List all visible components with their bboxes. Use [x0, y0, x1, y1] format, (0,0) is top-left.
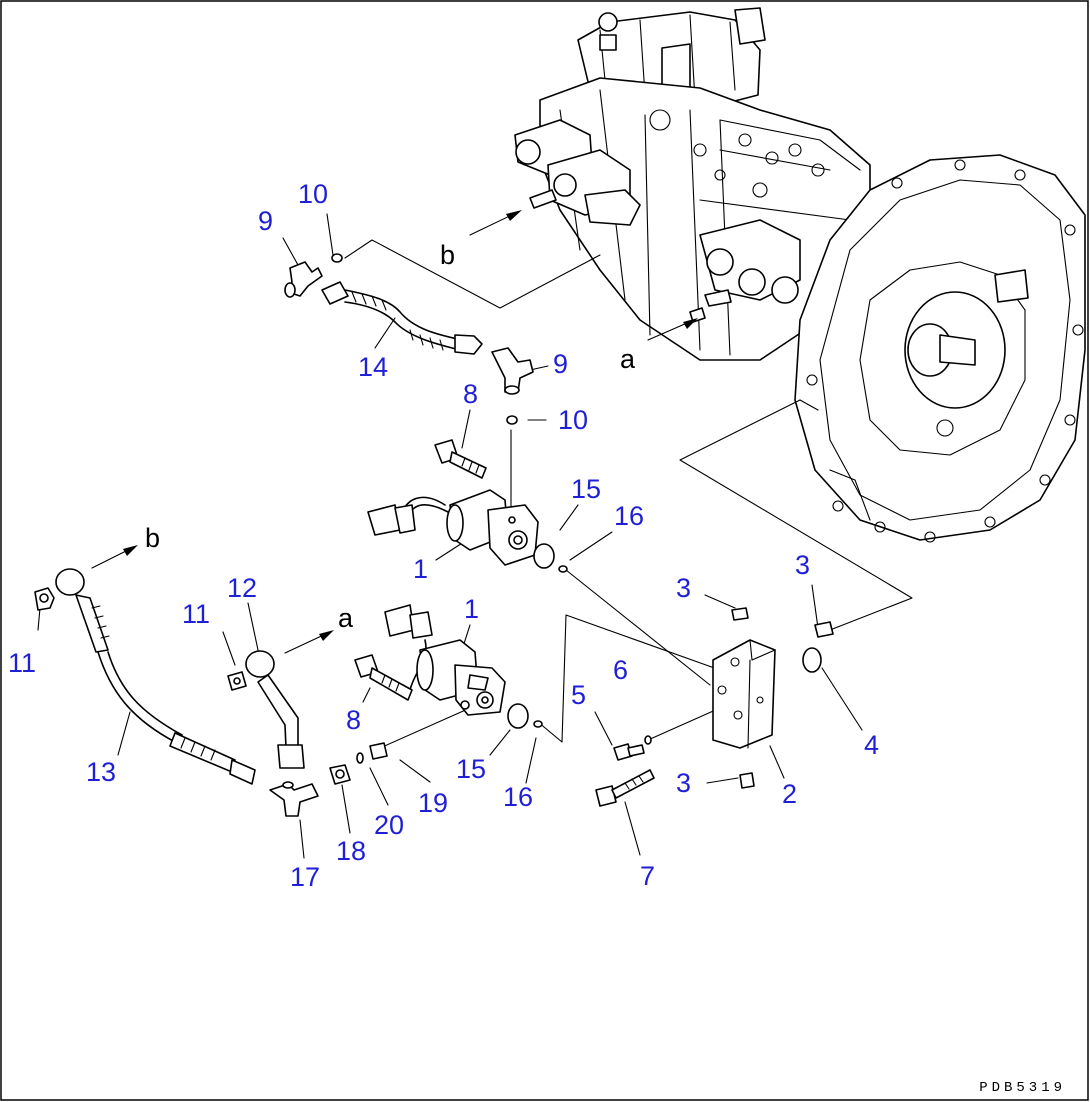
bolt-8-upper: [434, 439, 487, 479]
elbow-fitting-9-lower: [491, 347, 534, 395]
o-ring-10-upper: [331, 253, 343, 263]
connector-19: [369, 742, 388, 760]
callout-14: 14: [358, 352, 388, 382]
solenoid-valve-1-upper: [367, 489, 539, 566]
callout-3-top: 3: [676, 573, 691, 603]
callout-9-upper: 9: [258, 206, 273, 236]
solenoid-valve-1-lower: [384, 604, 506, 716]
callout-15-upper: 15: [571, 474, 601, 504]
callout-11-left: 11: [8, 648, 36, 678]
hose-14: [321, 281, 483, 355]
valve-block-2: [712, 639, 776, 749]
o-ring-15-lower: [507, 703, 529, 729]
letter-a-lower: a: [338, 603, 354, 633]
callout-19: 19: [418, 788, 448, 818]
elbow-fitting-9-upper: [284, 261, 323, 298]
bolt-8-lower: [354, 654, 413, 701]
o-ring-4: [802, 647, 822, 673]
bolt-7: [595, 769, 655, 807]
callout-20: 20: [374, 810, 404, 840]
letter-a-upper: a: [620, 344, 636, 374]
callout-10-upper: 10: [298, 179, 328, 209]
o-ring-16-upper: [558, 565, 568, 573]
callout-2: 2: [782, 779, 797, 809]
callout-11-lower: 11: [182, 599, 210, 629]
o-ring-16-lower: [533, 720, 543, 728]
callout-3-bottom: 3: [676, 768, 691, 798]
o-ring-20: [356, 752, 364, 764]
plug-3-bottom: [739, 772, 755, 789]
callout-9-lower: 9: [553, 349, 568, 379]
letter-b-upper: b: [440, 240, 455, 270]
o-ring-15-upper: [533, 543, 555, 569]
callout-16-upper: 16: [614, 501, 644, 531]
callout-4: 4: [864, 730, 879, 760]
callout-3-right: 3: [795, 550, 810, 580]
callout-1-upper: 1: [413, 554, 428, 584]
hose-13: [55, 568, 256, 785]
callout-8-upper: 8: [463, 379, 478, 409]
callout-17: 17: [290, 862, 320, 892]
callout-13: 13: [86, 757, 116, 787]
connection-letters: b a b a: [145, 240, 636, 633]
o-ring-10-lower: [506, 415, 518, 425]
callout-6: 6: [613, 655, 628, 685]
callout-12: 12: [227, 573, 257, 603]
letter-b-lower: b: [145, 523, 160, 553]
tee-fitting-17: [269, 781, 319, 817]
callout-15-lower: 15: [456, 754, 486, 784]
hose-fitting-12: [245, 650, 305, 769]
bolt-5: [613, 743, 645, 761]
drawing-code: PDB5319: [979, 1080, 1066, 1096]
callout-10-lower: 10: [558, 405, 588, 435]
callout-8-lower: 8: [346, 705, 361, 735]
callout-18: 18: [336, 836, 366, 866]
callout-7: 7: [640, 861, 655, 891]
main-pump-assembly: [514, 7, 1086, 543]
plug-3-right: [814, 621, 834, 638]
o-ring-6: [644, 735, 652, 745]
callout-5: 5: [571, 680, 586, 710]
callout-1-lower: 1: [464, 594, 479, 624]
leader-lines: [37, 210, 913, 859]
callout-numbers: 10 9 14 9 8 10 15 16 1 3 3 1 12 11 11 6 …: [8, 179, 879, 892]
nut-11-left: [34, 587, 55, 611]
plug-3-top: [731, 607, 749, 621]
callout-16-lower: 16: [503, 782, 533, 812]
nut-11-lower: [227, 671, 247, 691]
nut-18: [329, 764, 351, 785]
